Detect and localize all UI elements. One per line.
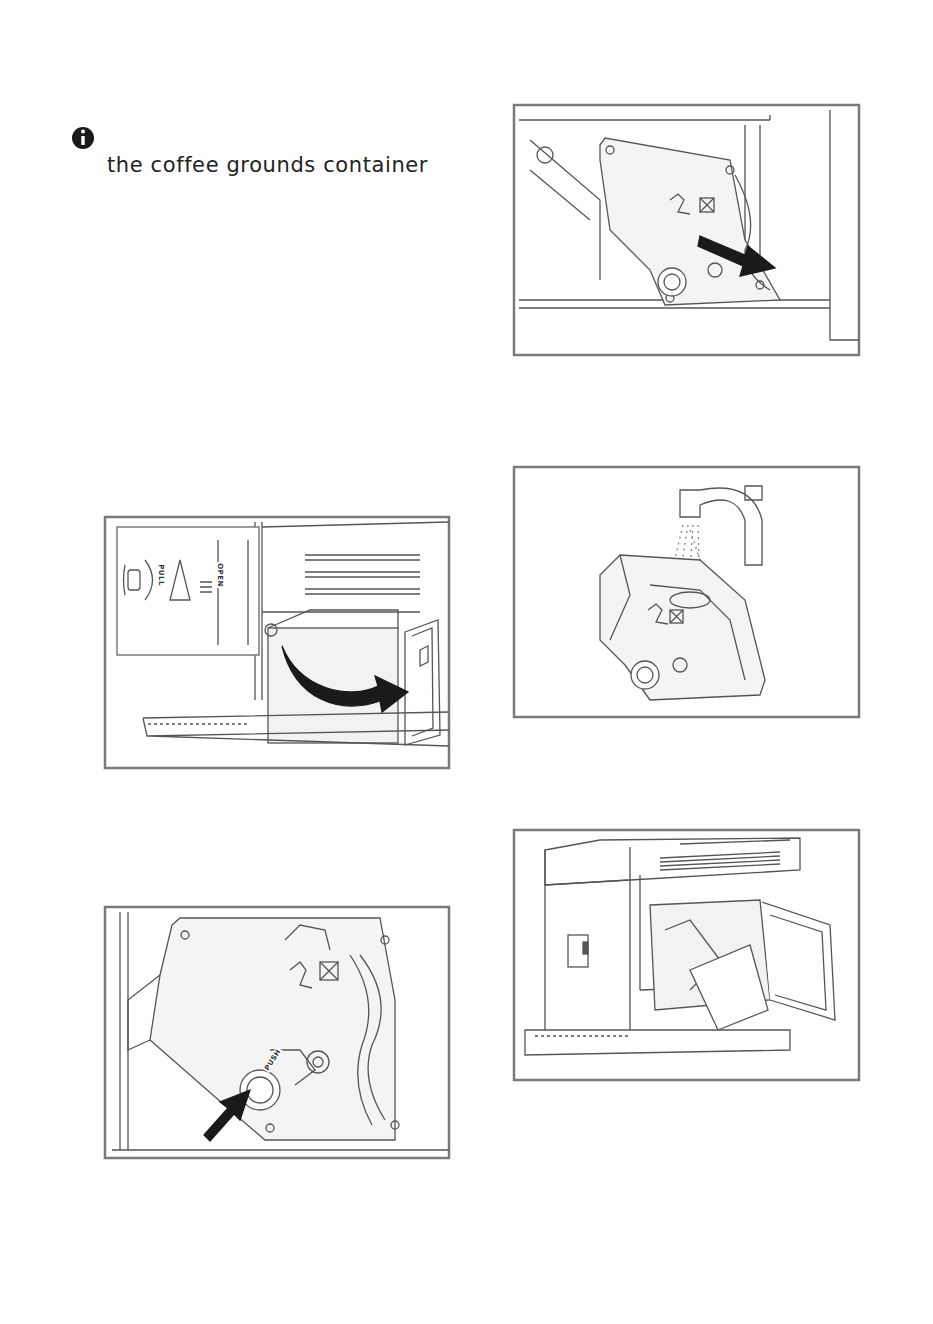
panel-remove-unit-part <box>708 263 722 277</box>
panel-clean-inside-part <box>660 852 780 870</box>
panel-open-door-part <box>128 570 140 590</box>
info-icon-part <box>72 127 94 149</box>
panel-clean-inside-part <box>514 830 859 1080</box>
panel-clean-inside-part <box>525 1030 790 1055</box>
panel-rinse-unit-part <box>648 604 668 624</box>
panel-open-door-part <box>105 517 449 768</box>
panel-open-door-part <box>405 620 440 745</box>
panel-push-button-part <box>120 912 128 1150</box>
panel-clean-inside-part <box>545 847 630 885</box>
panel-clean-inside-part <box>545 838 800 885</box>
panel-rinse-unit-part <box>637 667 653 683</box>
panel-clean-inside-part <box>690 945 768 1030</box>
info-icon <box>72 127 94 149</box>
panel-clean-inside <box>514 830 859 1080</box>
panel-rinse-unit-part <box>631 661 659 689</box>
panel-rinse-unit-part <box>650 585 745 680</box>
panel-open-door-part <box>148 723 250 724</box>
panel-open-door-part <box>143 712 449 746</box>
panel-push-button-part <box>320 962 338 980</box>
panel-open-door-part <box>145 560 153 600</box>
panel-remove-unit-part <box>658 268 686 296</box>
panel-push-button-part <box>360 955 385 1120</box>
panel-push-button-part <box>320 962 338 980</box>
panel-open-door-part <box>262 611 420 612</box>
panel-push-button-part <box>285 925 330 950</box>
panel-push-button-part <box>204 1090 250 1141</box>
panel-push-button-part <box>313 1057 323 1067</box>
panel-push-button-part <box>150 918 395 1140</box>
panel-remove-unit <box>514 105 859 355</box>
panel-remove-unit-part <box>530 140 600 280</box>
panel-rinse-unit-part <box>745 486 762 500</box>
panel-rinse-unit-part <box>670 610 683 623</box>
panel-clean-inside-part <box>568 935 588 967</box>
panel-open-door-part <box>170 560 190 600</box>
panel-open-door-part <box>262 522 449 527</box>
panel-push-button-part <box>307 1051 329 1073</box>
panel-rinse-unit <box>514 467 859 717</box>
panel-clean-inside-part <box>762 902 835 1020</box>
panel-push-button-part <box>247 1077 273 1103</box>
panel-remove-unit-part <box>664 274 680 290</box>
panel-push-button-part <box>350 955 372 1125</box>
panel-open-door-part <box>282 646 408 712</box>
panel-open-door-part <box>124 565 126 595</box>
panel-remove-unit-part <box>537 147 553 163</box>
panel-push-button-part <box>105 907 449 1158</box>
panel-open-door-part <box>117 527 259 655</box>
panel-remove-unit-part <box>514 105 859 355</box>
panel-open-door-part <box>420 646 428 666</box>
panel-remove-unit-part <box>606 146 614 154</box>
panel-open-door <box>105 517 449 768</box>
panel-open-door-part <box>268 610 398 628</box>
panel-rinse-unit-part <box>600 555 765 700</box>
panel-rinse-unit-part <box>670 592 710 608</box>
panel-rinse-unit-part <box>673 658 687 672</box>
panel-clean-inside-part <box>545 875 640 1045</box>
panel-remove-unit-part <box>670 194 690 214</box>
panel-remove-unit-part <box>700 198 714 212</box>
open-mark: OPEN <box>216 562 224 588</box>
panel-open-door-part <box>200 582 212 592</box>
panel-remove-unit-part <box>519 110 859 340</box>
panel-clean-inside-part <box>535 1035 630 1036</box>
panel-push-button-part <box>128 975 160 1050</box>
panel-rinse-unit-part <box>670 610 683 623</box>
panel-open-door-part <box>265 624 277 636</box>
panel-push-button-part <box>290 962 312 988</box>
panel-remove-unit-part <box>698 236 775 276</box>
panel-push-button-part <box>181 931 189 939</box>
info-icon-part <box>81 130 85 134</box>
info-icon-part <box>81 136 84 145</box>
panel-push-button-part <box>391 1121 399 1129</box>
panel-clean-inside-part <box>770 915 826 1010</box>
panel-remove-unit-part <box>600 138 780 305</box>
note-text: the coffee grounds container <box>107 153 428 177</box>
panel-rinse-unit-part <box>514 467 859 717</box>
panel-rinse-unit-part <box>610 555 630 640</box>
pull-mark: PULL <box>157 563 165 587</box>
panel-open-door-part <box>305 555 420 594</box>
panel-remove-unit-part <box>726 166 734 174</box>
panel-clean-inside-part <box>583 942 588 954</box>
panel-push-button-part <box>381 936 389 944</box>
panel-open-door-part <box>218 540 248 645</box>
panel-open-door-part <box>412 628 433 736</box>
panel-push-button <box>105 907 449 1158</box>
panel-push-button-part <box>266 1124 274 1132</box>
panel-push-button-part <box>112 1149 449 1150</box>
panel-remove-unit-part <box>700 198 714 212</box>
panel-clean-inside-part <box>680 840 790 844</box>
